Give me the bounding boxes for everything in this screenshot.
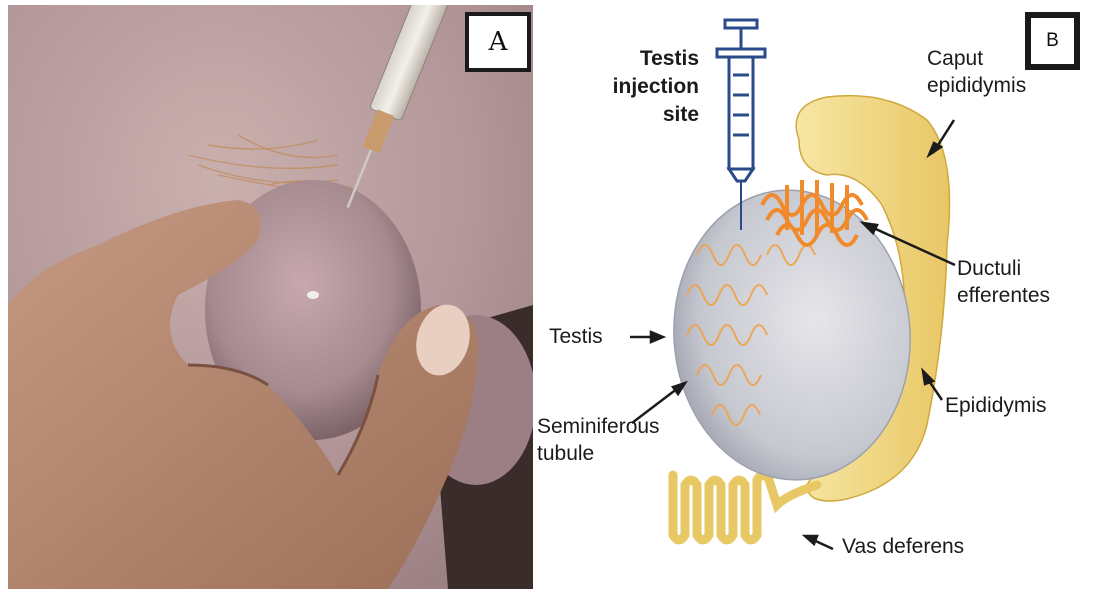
ductuli-label-1: Ductuli bbox=[957, 257, 1021, 280]
testis-label: Testis bbox=[549, 325, 603, 348]
diagram-panel-b: Testis injection site Caput epididymis D… bbox=[537, 5, 1090, 592]
vas-deferens-label: Vas deferens bbox=[842, 535, 964, 558]
photo-panel-a: A bbox=[8, 5, 533, 589]
photo-testis-injection bbox=[8, 5, 533, 589]
injection-site-label-3: site bbox=[663, 103, 699, 126]
vas-deferens-shape bbox=[673, 475, 817, 540]
caput-label-1: Caput bbox=[927, 47, 983, 70]
panel-label-a: A bbox=[465, 12, 531, 72]
ductuli-label-2: efferentes bbox=[957, 284, 1050, 307]
panel-label-b: B bbox=[1025, 12, 1080, 70]
injection-site-label-1: Testis bbox=[640, 47, 699, 70]
caput-label-2: epididymis bbox=[927, 74, 1026, 97]
injection-site-label-2: injection bbox=[613, 75, 699, 98]
epididymis-label: Epididymis bbox=[945, 394, 1047, 417]
seminiferous-label-2: tubule bbox=[537, 442, 594, 465]
seminiferous-label-1: Seminiferous bbox=[537, 415, 660, 438]
testis-anatomy-diagram: Testis injection site Caput epididymis D… bbox=[537, 5, 1090, 592]
